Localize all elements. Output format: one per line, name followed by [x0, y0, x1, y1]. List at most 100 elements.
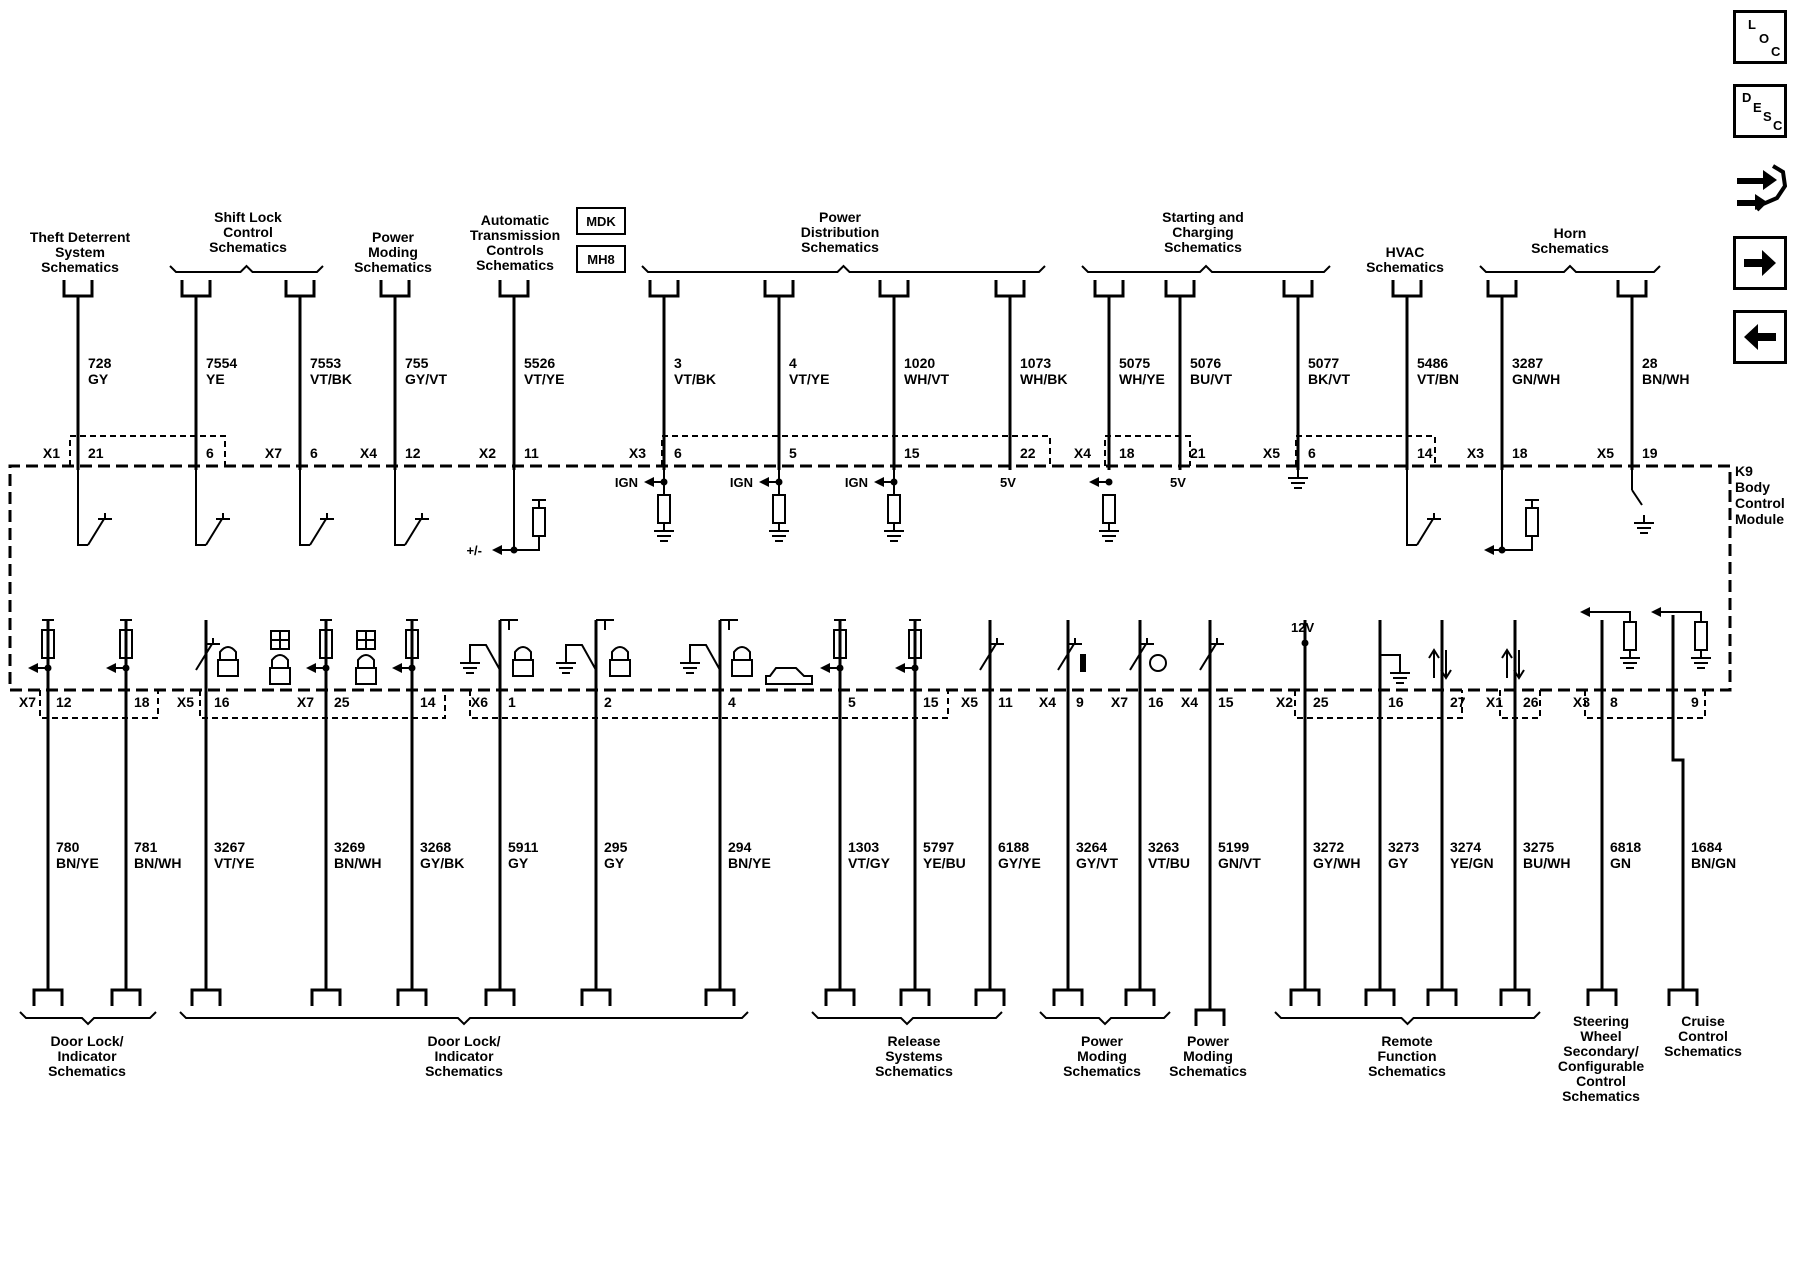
junction-dot [122, 664, 130, 672]
car-icon [765, 667, 813, 685]
bottom-wire-circuit: 3264 [1076, 839, 1107, 855]
junction-dot [836, 664, 844, 672]
option-mh8: MH8 [587, 252, 614, 267]
next-page-button[interactable] [1733, 236, 1787, 290]
internal-trace [514, 500, 540, 551]
connector-symbol [648, 280, 680, 298]
internal-trace [1502, 500, 1533, 551]
lock-icon [514, 646, 532, 660]
top-wire-color: VT/BK [310, 371, 352, 387]
switch-symbol [309, 513, 334, 546]
bottom-target-1-line: Indicator [434, 1048, 494, 1064]
loc-button[interactable]: L O C [1733, 10, 1787, 64]
next-arrow-icon [1744, 250, 1776, 276]
bottom-target-5-line: Function [1377, 1048, 1436, 1064]
bidirectional-arrow-icon [1501, 648, 1525, 680]
bottom-target-0-line: Door Lock/ [50, 1033, 123, 1049]
connector-view-button[interactable] [1733, 158, 1787, 212]
bottom-wire-color: GY/BK [420, 855, 464, 871]
top-circuits [62, 264, 1661, 555]
top-wire-connector: X2 [479, 445, 496, 461]
lock-icon-body [355, 667, 377, 685]
desc-button[interactable]: D E S C [1733, 84, 1787, 138]
arrow-head [644, 477, 654, 487]
connector-symbol [1124, 988, 1156, 1006]
top-wire-color: BK/VT [1308, 371, 1350, 387]
bottom-target-6-line: Schematics [1562, 1088, 1640, 1104]
connector-symbol [1289, 988, 1321, 1006]
bottom-target-2-line: Release [888, 1033, 941, 1049]
resistor-symbol [772, 494, 786, 524]
top-wire-color: BN/WH [1642, 371, 1689, 387]
top-wire-connector: X4 [1074, 445, 1091, 461]
bottom-wire-circuit: 5911 [508, 839, 539, 855]
option-mdk: MDK [586, 214, 616, 229]
bottom-wire-pin: 26 [1523, 694, 1539, 710]
bottom-wire-color: BN/WH [334, 855, 381, 871]
top-target-7-line: Schematics [1531, 240, 1609, 256]
indicator-bar-icon [1080, 654, 1086, 672]
bottom-target-3-line: Power [1081, 1033, 1124, 1049]
loc-letter-o: O [1759, 31, 1770, 46]
bottom-target-6-line: Secondary/ [1563, 1043, 1639, 1059]
top-wire-circuit: 5076 [1190, 355, 1221, 371]
resistor-symbol [657, 494, 671, 524]
switch-symbol [195, 638, 220, 671]
arrow-head [106, 663, 116, 673]
arrow-head [895, 663, 905, 673]
connector-symbol [190, 988, 222, 1006]
connector-symbol [396, 988, 428, 1006]
desc-letter-s: S [1763, 109, 1772, 124]
bottom-wire-circuit: 5797 [923, 839, 954, 855]
bottom-wire-circuit: 1303 [848, 839, 879, 855]
top-wire-circuit: 3 [674, 355, 682, 371]
top-target-6-line: HVAC [1386, 244, 1425, 260]
bottom-wire-pin: 27 [1450, 694, 1466, 710]
window-icon-pane [357, 631, 375, 649]
loc-letter-c: C [1771, 44, 1781, 59]
five-volt-label: 5V [1170, 475, 1186, 490]
bottom-connector-outline [1499, 690, 1541, 719]
bottom-wire-connector: X7 [1111, 694, 1128, 710]
option-box-mh8 [576, 245, 626, 273]
junction-dot [890, 478, 898, 486]
connector-symbol [62, 280, 94, 298]
door-switch [565, 644, 597, 671]
top-wire-pin: 18 [1512, 445, 1528, 461]
top-target-3-line: Schematics [476, 257, 554, 273]
bottom-target-6-line: Steering [1573, 1013, 1629, 1029]
bottom-connector-outline [1584, 690, 1706, 719]
top-target-2-line: Power [372, 229, 415, 245]
arrow-head [1651, 607, 1661, 617]
lock-icon [611, 646, 629, 660]
bottom-target-0-line: Schematics [48, 1063, 126, 1079]
bottom-connector-outline [199, 690, 446, 719]
bottom-wire-circuit: 3275 [1523, 839, 1554, 855]
top-connector-outline [1295, 435, 1436, 466]
bottom-wire-color: GN [1610, 855, 1631, 871]
top-wire-circuit: 28 [1642, 355, 1658, 371]
top-target-2-line: Moding [368, 244, 418, 260]
top-wire-circuit: 4 [789, 355, 797, 371]
connector-symbol [878, 280, 910, 298]
top-wire-pin: 6 [310, 445, 318, 461]
connector-symbol [1486, 280, 1518, 298]
junction-dot [44, 664, 52, 672]
bottom-wire-pin: 4 [728, 694, 736, 710]
module-name-line: Module [1735, 511, 1784, 527]
top-wire-color: GY [88, 371, 109, 387]
connector-symbol [1616, 280, 1648, 298]
bottom-wire-circuit: 3273 [1388, 839, 1419, 855]
connector-symbol [498, 280, 530, 298]
lock-icon-body [512, 659, 534, 677]
module-name-line: Control [1735, 495, 1785, 511]
module-boundary-line [8, 464, 1732, 692]
top-target-0-line: Schematics [41, 259, 119, 275]
bottom-wire-pin: 2 [604, 694, 612, 710]
bottom-wire-circuit: 3272 [1313, 839, 1344, 855]
ground-symbol [556, 655, 576, 674]
top-wire-color: WH/VT [904, 371, 950, 387]
connector-symbol [1164, 280, 1196, 298]
back-page-button[interactable] [1733, 310, 1787, 364]
